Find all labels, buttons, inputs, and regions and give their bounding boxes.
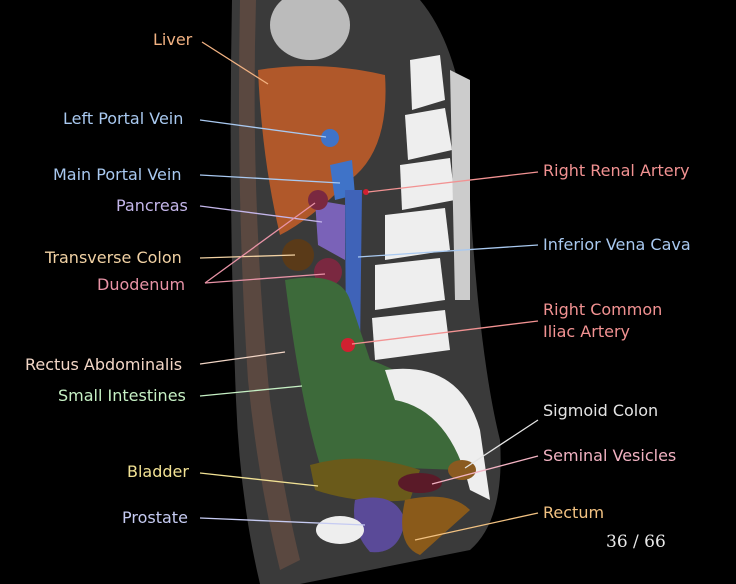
label-inferior-vena-cava: Inferior Vena Cava: [543, 235, 691, 254]
leader-transverse-colon: [199, 254, 296, 259]
rectum-region: [402, 496, 470, 555]
abdominal-wall: [239, 0, 300, 570]
label-transverse-colon: Transverse Colon: [45, 248, 182, 267]
right-renal-artery-region: [363, 189, 369, 195]
label-main-portal-vein: Main Portal Vein: [53, 165, 182, 184]
pubic-bone: [316, 516, 364, 544]
label-right-common-iliac-line2: Iliac Artery: [543, 322, 630, 341]
leader-liver: [201, 41, 269, 85]
leader-rectum: [414, 512, 539, 541]
seminal-vesicles-region: [398, 473, 442, 493]
label-rectum: Rectum: [543, 503, 605, 522]
label-prostate: Prostate: [122, 508, 188, 527]
duodenum-region-1: [308, 190, 328, 210]
leader-right-common-iliac: [351, 320, 539, 345]
leader-bladder: [199, 472, 319, 487]
slice-counter: 36 / 66: [606, 532, 666, 552]
label-left-portal-vein: Left Portal Vein: [63, 109, 184, 128]
leader-prostate: [199, 517, 366, 526]
leader-ivc: [357, 244, 539, 258]
leader-right-renal-artery: [367, 171, 539, 193]
label-small-intestines: Small Intestines: [58, 386, 186, 405]
leader-small-intestines: [199, 385, 303, 397]
label-seminal-vesicles: Seminal Vesicles: [543, 446, 677, 465]
leader-duodenum-2: [204, 273, 326, 284]
label-liver: Liver: [153, 30, 193, 49]
transverse-colon-region: [282, 239, 314, 271]
right-common-iliac-region: [341, 338, 355, 352]
label-right-renal-artery: Right Renal Artery: [543, 161, 690, 180]
leader-main-portal-vein: [199, 174, 341, 184]
label-sigmoid-colon: Sigmoid Colon: [543, 401, 659, 420]
pancreas-region: [315, 200, 345, 260]
leader-left-portal-vein: [199, 119, 327, 138]
leader-pancreas: [199, 205, 323, 223]
label-duodenum: Duodenum: [97, 275, 186, 294]
small-intestines-region: [285, 277, 470, 470]
label-rectus-abdominalis: Rectus Abdominalis: [25, 355, 183, 374]
label-bladder: Bladder: [127, 462, 189, 481]
prostate-region: [354, 497, 405, 553]
heart: [270, 0, 350, 60]
leader-duodenum-1: [204, 202, 316, 284]
label-pancreas: Pancreas: [116, 196, 188, 215]
leader-seminal-vesicles: [431, 455, 539, 485]
bladder-region: [310, 458, 420, 502]
leader-sigmoid: [464, 419, 539, 469]
liver-region: [258, 66, 386, 235]
label-right-common-iliac-line1: Right Common: [543, 300, 663, 319]
leader-rectus: [199, 351, 286, 365]
left-portal-vein-region: [321, 129, 339, 147]
spine: [372, 55, 490, 500]
